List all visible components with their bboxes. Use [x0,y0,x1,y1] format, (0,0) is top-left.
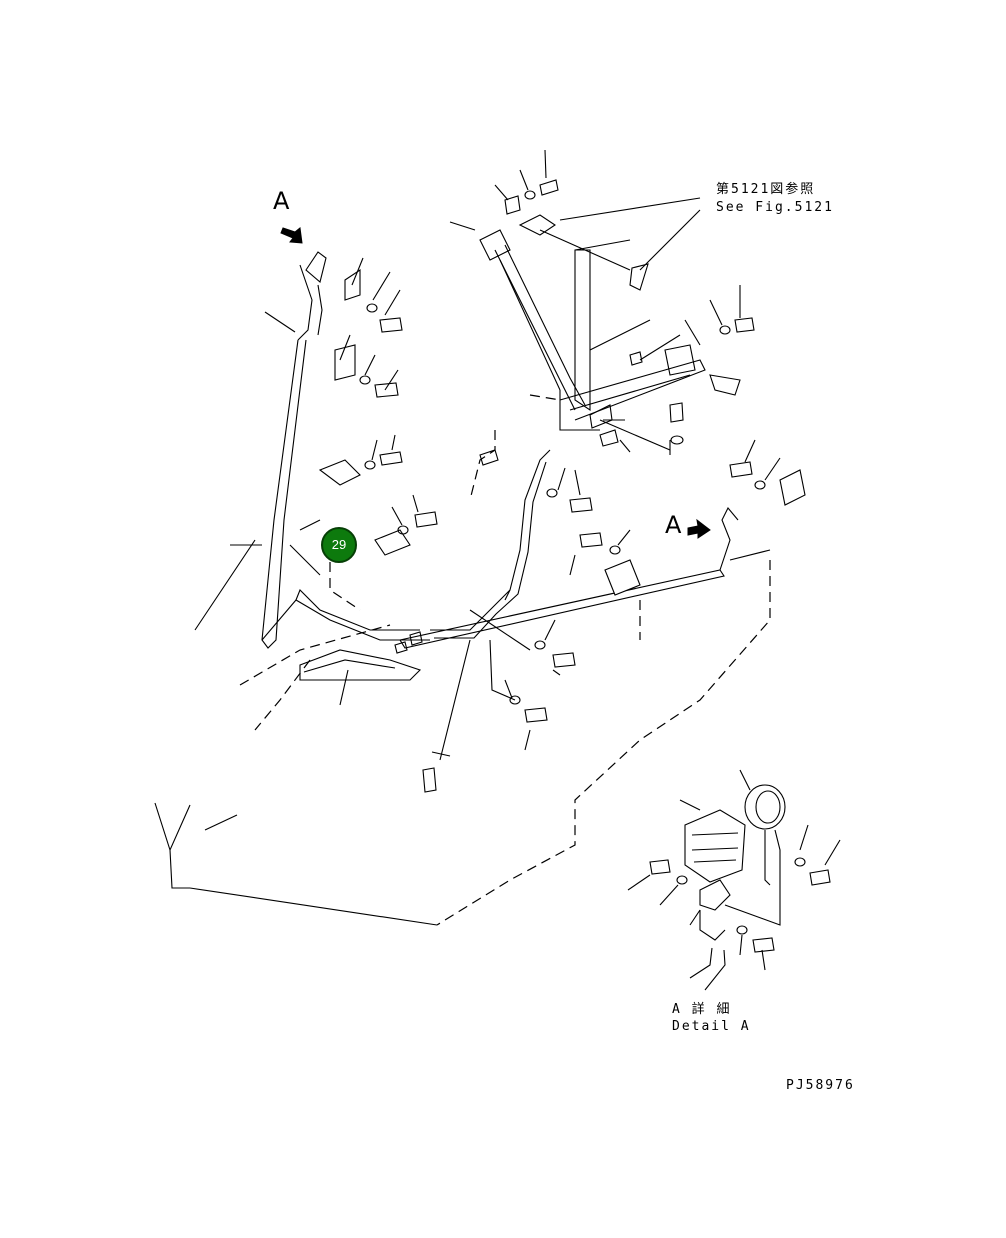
detail-a-view [627,769,841,991]
brackets [299,268,806,596]
reference-label-jp: 第5121図参照 [716,182,816,197]
view-a-label-right: A [665,511,682,539]
detail-a-label-jp: A 詳 細 [672,1002,732,1017]
bolts [359,179,766,793]
view-arrows [280,227,711,539]
body-outline [154,394,771,926]
leader-lines [264,149,781,757]
detail-a-label-en: Detail A [672,1019,751,1034]
upper-assembly [449,195,741,455]
part-callout-marker[interactable]: 29 [321,527,357,563]
view-a-label-top: A [273,187,290,215]
main-cable [399,449,771,761]
reference-label-en: See Fig.5121 [716,200,834,215]
left-harness [194,251,430,706]
part-callout-number: 29 [331,537,347,552]
drawing-number: PJ58976 [786,1078,855,1093]
